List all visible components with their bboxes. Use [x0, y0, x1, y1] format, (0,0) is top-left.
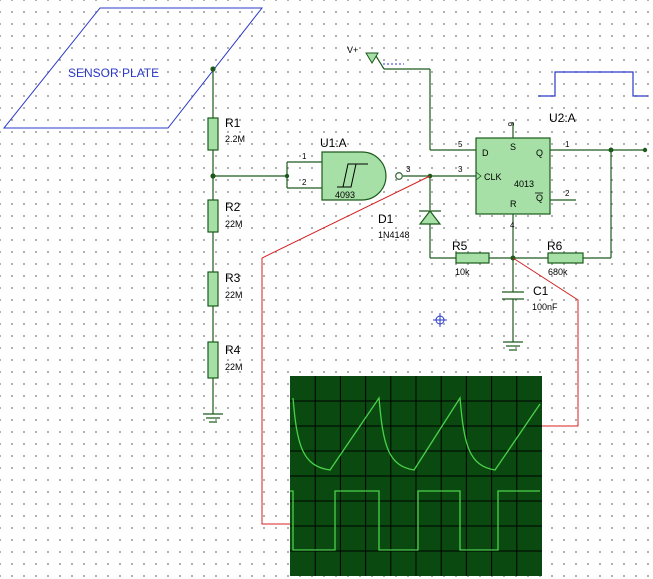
nand-gate-body [321, 151, 387, 201]
gate-pin-2: 2 [302, 178, 307, 187]
resistor-r2-ref: R2 [225, 200, 241, 214]
flipflop-u2a: U2:A 4013 D S CLK Q R Q 5 3 1 2 4 6 [458, 111, 611, 258]
resistor-r5-value: 10k [455, 267, 470, 277]
supply-arrow-icon [365, 52, 379, 64]
gate-input-wires [213, 161, 322, 189]
resistor-r3-value: 22M [225, 290, 243, 300]
flipflop-pin-4: 4 [510, 221, 515, 230]
resistor-r6-ref: R6 [547, 239, 563, 253]
resistor-r1 [207, 117, 219, 151]
resistor-r5-ref: R5 [452, 239, 468, 253]
flipflop-pin-2: 2 [565, 189, 570, 198]
gate-ref: U1:A [320, 136, 347, 150]
junction-dot [210, 66, 216, 72]
sensor-plate-outline [2, 7, 264, 129]
flipflop-label-clk: CLK [484, 172, 502, 182]
resistor-r4 [207, 341, 219, 379]
flipflop-label-s: S [510, 142, 516, 152]
resistor-chain: R1 2.2M R2 22M R3 22M R4 22M [203, 66, 245, 423]
crosshair-icon [433, 313, 447, 327]
flipflop-label-d: D [482, 148, 489, 158]
gate-output-trace [290, 490, 540, 551]
gate-pin-3: 3 [406, 165, 411, 174]
diode-part: 1N4148 [378, 230, 410, 240]
capacitor-c1: C1 100nF [502, 258, 558, 351]
flipflop-label-r: R [510, 199, 517, 209]
gate-part: 4093 [335, 190, 355, 200]
diode-body [418, 210, 442, 225]
resistor-r4-value: 22M [225, 362, 243, 372]
nand-gate-u1a: U1:A 4093 1 2 3 [302, 136, 411, 201]
capacitor-value: 100nF [532, 302, 558, 312]
flipflop-pin-3: 3 [458, 165, 463, 174]
resistor-r1-ref: R1 [225, 116, 241, 130]
oscilloscope-display [290, 376, 542, 576]
resistor-r6-value: 680k [548, 267, 568, 277]
resistor-r2-value: 22M [225, 219, 243, 229]
probe-line-capacitor [512, 257, 579, 427]
flipflop-label-qbar: Q [536, 193, 543, 203]
timing-resistors: R5 10k R6 680k [430, 239, 611, 277]
output-pulse-icon [538, 71, 648, 97]
ground-icon [203, 413, 223, 423]
flipflop-label-q: Q [536, 148, 543, 158]
resistor-r3 [207, 271, 219, 307]
supply-label: V+ [347, 45, 358, 55]
q-output [538, 71, 648, 258]
sensor-plate: SENSOR PLATE [2, 7, 264, 129]
resistor-r3-ref: R3 [225, 271, 241, 285]
ground-icon [503, 341, 523, 351]
resistor-r2 [207, 199, 219, 233]
capacitor-voltage-trace [292, 396, 541, 471]
flipflop-part: 4013 [514, 179, 534, 189]
resistor-r6 [547, 252, 584, 264]
flipflop-pin-1: 1 [565, 140, 570, 149]
supply-v-plus: V+ [347, 45, 476, 151]
sensor-plate-label: SENSOR PLATE [68, 66, 159, 80]
inverter-bubble [395, 172, 403, 180]
flipflop-pin-6: 6 [506, 122, 515, 127]
probe-line-gate [261, 175, 431, 525]
resistor-r5 [455, 252, 490, 264]
resistor-r1-value: 2.2M [225, 134, 245, 144]
diode-ref: D1 [378, 212, 394, 226]
flipflop-ref: U2:A [549, 111, 576, 125]
scope-grid [290, 376, 542, 576]
clock-marker-icon [475, 171, 482, 181]
gate-pin-1: 1 [302, 152, 307, 161]
flipflop-pin-5: 5 [458, 140, 463, 149]
diode-d1: D1 1N4148 [378, 176, 442, 258]
resistor-r4-ref: R4 [225, 343, 241, 357]
schmitt-trigger-icon [337, 163, 368, 188]
capacitor-ref: C1 [533, 284, 549, 298]
